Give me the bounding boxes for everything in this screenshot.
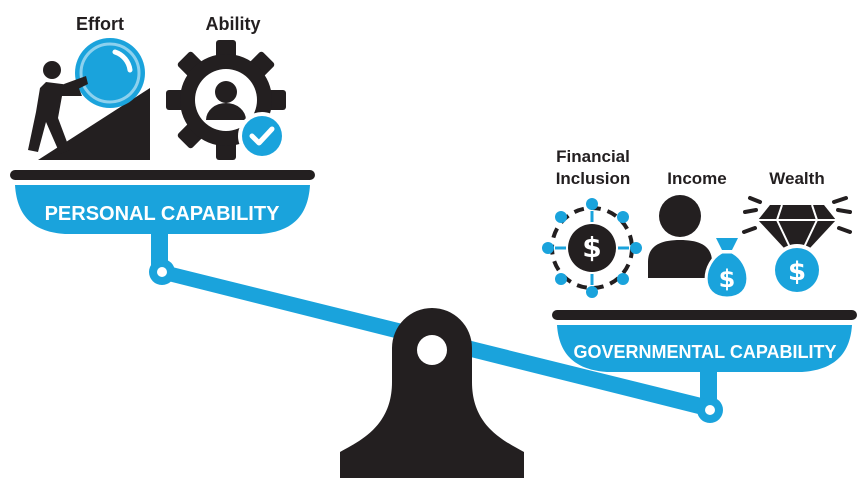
ability-gear-person-check-icon [166, 40, 286, 160]
svg-text:$: $ [582, 231, 601, 264]
financial-inclusion-label-line2: Inclusion [556, 169, 631, 188]
left-joint-hole [157, 267, 167, 277]
fulcrum-pivot [417, 335, 447, 365]
financial-inclusion-label-line1: Financial [556, 147, 630, 166]
fulcrum-base [340, 308, 524, 478]
effort-pushing-ball-icon [28, 38, 150, 160]
financial-inclusion-network-dollar-icon: $ [542, 198, 642, 298]
svg-text:$: $ [788, 257, 806, 287]
right-pan-plate [552, 310, 857, 320]
wealth-label: Wealth [769, 169, 824, 188]
income-person-moneybag-icon: $ [648, 195, 750, 300]
left-pan-plate [10, 170, 315, 180]
ability-label: Ability [205, 14, 260, 34]
wealth-diamond-dollar-icon: $ [742, 196, 852, 296]
right-pan-title: GOVERNMENTAL CAPABILITY [573, 342, 836, 362]
right-joint-hole [705, 405, 715, 415]
svg-text:$: $ [719, 265, 736, 293]
left-pan-bowl [15, 185, 310, 234]
effort-label: Effort [76, 14, 124, 34]
right-pan-bowl [557, 325, 852, 372]
left-pan-title: PERSONAL CAPABILITY [45, 203, 280, 225]
income-label: Income [667, 169, 727, 188]
